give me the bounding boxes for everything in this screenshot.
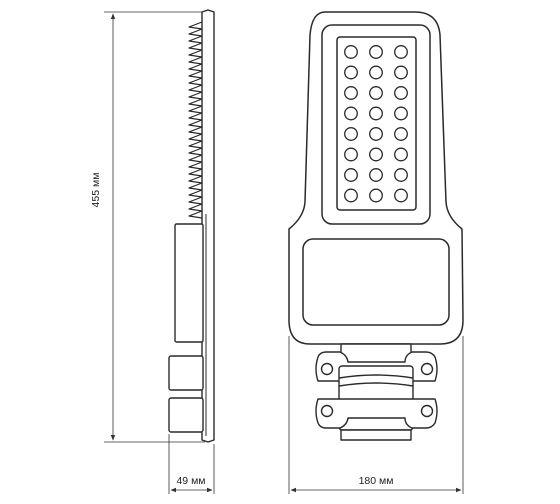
led-dot [394, 188, 408, 203]
lower-clamp [315, 398, 438, 429]
led-dot [394, 127, 408, 141]
driver-window [302, 238, 450, 326]
led-dot [344, 86, 358, 100]
led-dot [344, 188, 358, 203]
led-dot [394, 86, 408, 100]
front-view [288, 11, 464, 441]
width-dimension [288, 336, 464, 494]
bracket-base [340, 429, 412, 441]
mounting-bracket [315, 343, 438, 441]
side-view-bracket-upper [168, 355, 204, 391]
width-label: 180 мм [359, 475, 394, 487]
led-dot [369, 147, 383, 162]
depth-dimension [168, 434, 215, 494]
side-view [168, 9, 215, 443]
led-dot [344, 168, 358, 182]
led-dot [394, 45, 408, 59]
led-dot [344, 127, 358, 141]
led-dot [344, 45, 358, 59]
led-dot [344, 106, 358, 121]
led-dot [369, 86, 383, 100]
led-dot [369, 127, 383, 141]
height-label: 455 мм [90, 173, 102, 208]
led-dot [369, 188, 383, 203]
led-dot [369, 168, 383, 182]
led-dot [394, 168, 408, 182]
led-dot [344, 147, 358, 162]
side-view-bracket-lower [168, 397, 204, 433]
side-view-body [201, 9, 215, 443]
cylinder-band-top [338, 374, 414, 387]
led-array [344, 45, 408, 203]
height-dimension [104, 11, 210, 443]
upper-clamp-hole-right [420, 362, 434, 376]
lower-clamp-hole-left [320, 404, 334, 418]
depth-label: 49 мм [176, 475, 205, 487]
lower-clamp-hole-right [420, 404, 434, 418]
side-view-driver-box [174, 223, 204, 343]
side-view-fins [188, 21, 203, 219]
led-dot [394, 147, 408, 162]
led-dot [394, 106, 408, 121]
led-panel-inner [336, 36, 417, 211]
led-dot [344, 65, 358, 80]
led-dot [369, 45, 383, 59]
led-dot [394, 65, 408, 80]
led-dot [369, 106, 383, 121]
led-dot [369, 65, 383, 80]
upper-clamp-hole-left [320, 362, 334, 376]
